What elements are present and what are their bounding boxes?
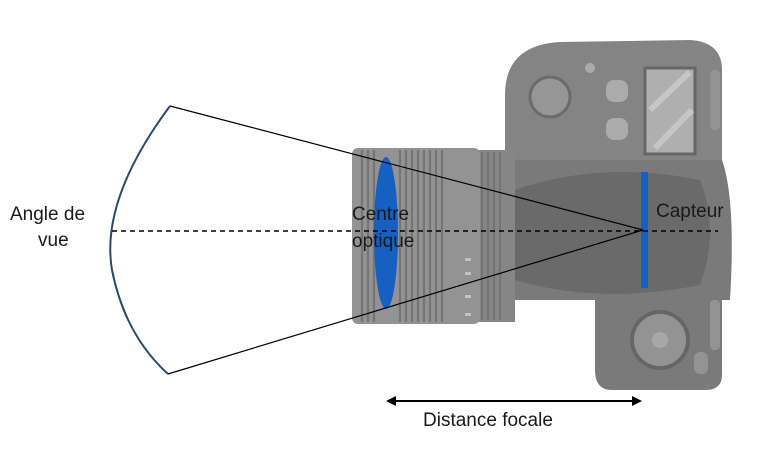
top-lcd bbox=[643, 66, 697, 156]
optical-center-label-line2: optique bbox=[352, 231, 415, 252]
button-top-1 bbox=[606, 80, 628, 102]
ray-upper bbox=[169, 105, 644, 231]
sensor-label: Capteur bbox=[656, 201, 724, 222]
top-lcd-shine-2 bbox=[652, 107, 695, 151]
small-button bbox=[585, 63, 595, 73]
mode-dial bbox=[528, 75, 572, 119]
focal-distance-arrow bbox=[386, 396, 642, 406]
angle-of-view-label-line1: Angle de bbox=[10, 204, 86, 225]
camera-illustration bbox=[352, 40, 732, 390]
optical-center-label-line1: Centre bbox=[352, 204, 410, 225]
optical-lens bbox=[374, 157, 398, 309]
button-top-2 bbox=[606, 118, 628, 140]
sensor-bar bbox=[641, 172, 648, 288]
rear-dial-center bbox=[652, 332, 668, 348]
side-strap bbox=[710, 70, 720, 130]
side-button bbox=[694, 352, 708, 374]
side-strap-2 bbox=[710, 300, 720, 350]
ray-lower bbox=[167, 229, 644, 375]
lens-marks bbox=[465, 258, 471, 316]
focal-distance-label: Distance focale bbox=[423, 410, 553, 431]
camera-grip bbox=[515, 172, 710, 294]
top-lcd-shine bbox=[647, 69, 693, 113]
angle-of-view-label-line2: vue bbox=[38, 230, 69, 251]
field-of-view-arc bbox=[109, 105, 171, 375]
lens-ridges bbox=[360, 150, 502, 322]
